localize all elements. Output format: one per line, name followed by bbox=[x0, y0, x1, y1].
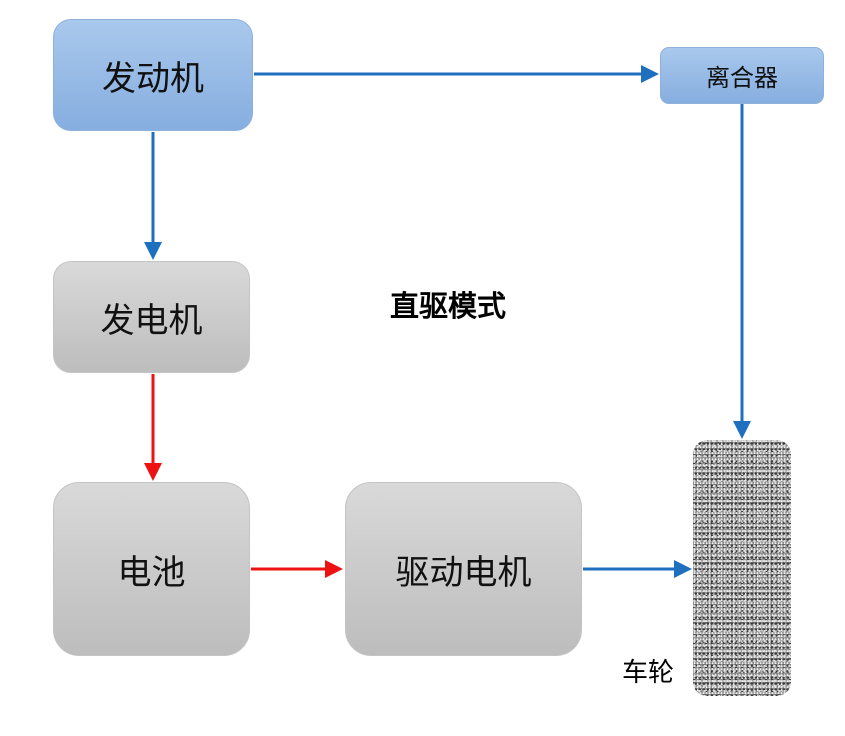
drive-motor-label: 驱动电机 bbox=[395, 552, 532, 593]
clutch-label: 离合器 bbox=[706, 64, 778, 92]
generator-node: 发电机 bbox=[53, 261, 250, 373]
battery-node: 电池 bbox=[53, 482, 250, 656]
wheel-node bbox=[693, 440, 791, 696]
engine-label: 发动机 bbox=[102, 58, 204, 99]
drive-motor-node: 驱动电机 bbox=[345, 482, 582, 656]
mode-title: 直驱模式 bbox=[390, 289, 507, 323]
generator-label: 发电机 bbox=[100, 300, 203, 341]
wheel-label: 车轮 bbox=[622, 658, 675, 688]
battery-label: 电池 bbox=[117, 552, 186, 593]
clutch-node: 离合器 bbox=[660, 47, 824, 104]
engine-node: 发动机 bbox=[53, 19, 253, 131]
